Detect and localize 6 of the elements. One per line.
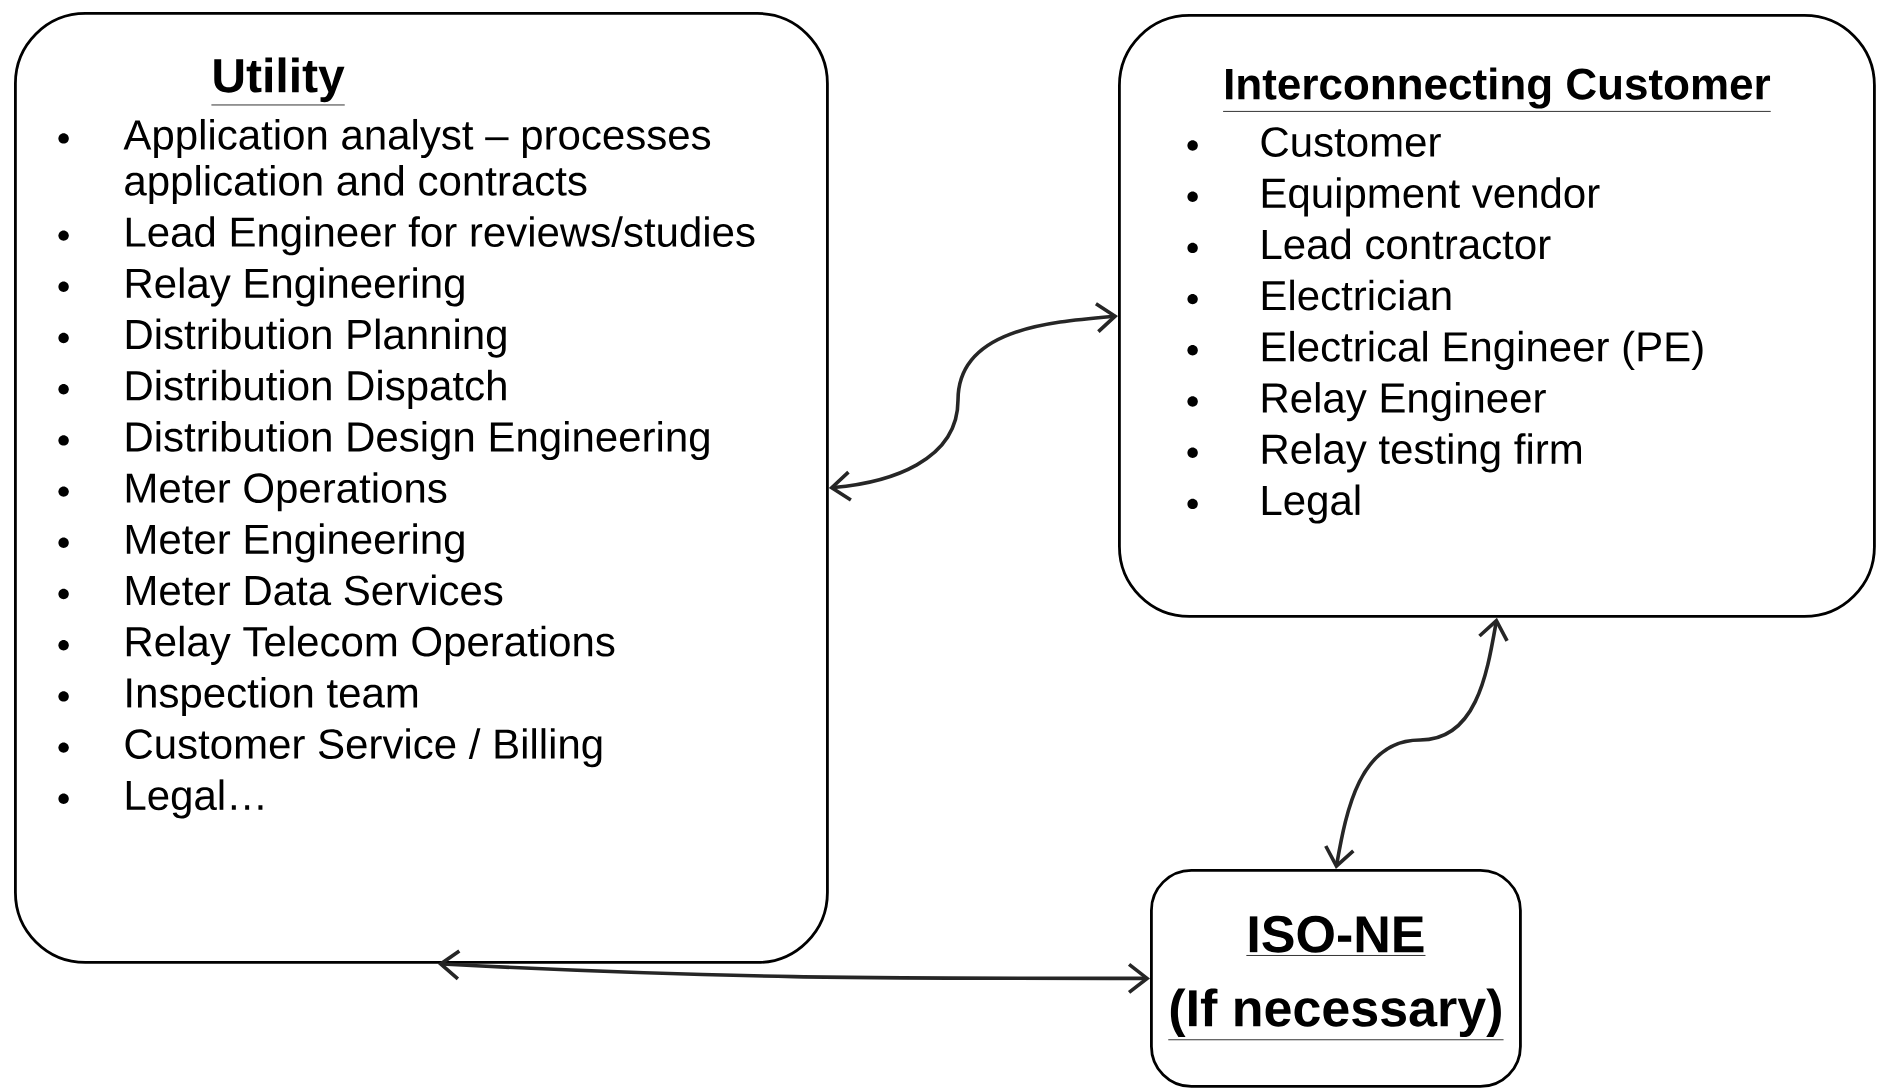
group-box: Utility Application analyst – processes application and contracts Lead Engineer for reviews/studies Relay Engineering Distribution Planning Distribution Dispatch Distribution Design Engineering Meter Operations Meter Engineering Meter Data Services Relay Telecom Operations Inspection team Customer Service / Billing Legal… — [14, 12, 829, 964]
double-arrow — [828, 302, 1118, 502]
group-box: ISO-NE (If necessary) — [1150, 869, 1522, 1088]
double-arrow — [1324, 617, 1509, 869]
group-box: Interconnecting Customer Customer Equipment vendor Lead contractor Electrician Electrical Engineer (PE) Relay Engineer Relay testing firm Legal — [1118, 14, 1876, 618]
double-arrow — [437, 949, 1150, 994]
